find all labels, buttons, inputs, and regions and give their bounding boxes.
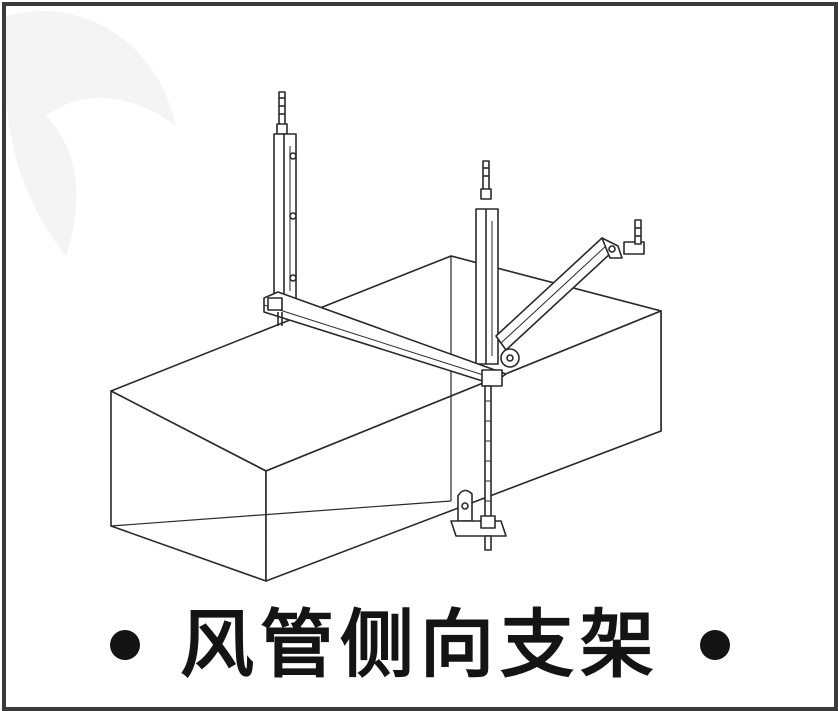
duct-lateral-support-illustration: [110, 91, 662, 582]
horizontal-cross-beam: [263, 291, 507, 387]
right-vertical-channel: [475, 208, 499, 365]
left-threaded-rod: [276, 91, 288, 135]
caption-row: 风管侧向支架: [6, 600, 834, 690]
caption-title: 风管侧向支架: [180, 602, 660, 688]
right-threaded-rod: [480, 160, 492, 200]
bullet-dot-icon: [700, 630, 730, 660]
center-hanger-rod: [484, 385, 492, 527]
watermark-shape: [6, 11, 176, 256]
lower-clamp-bracket: [450, 489, 507, 551]
bullet-dot-icon: [110, 630, 140, 660]
air-duct: [110, 255, 662, 582]
left-vertical-channel: [273, 133, 297, 300]
diagonal-lateral-brace: [495, 219, 645, 368]
